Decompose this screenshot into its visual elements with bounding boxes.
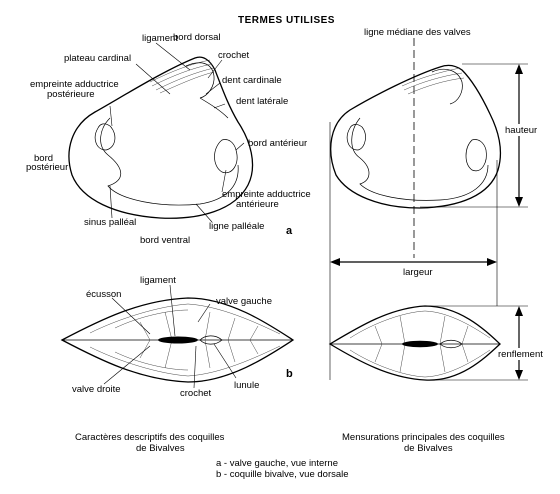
caption-left-line1: Caractères descriptifs des coquilles (75, 432, 225, 443)
label-ecusson: écusson (86, 289, 121, 300)
diagram-title: TERMES UTILISES (238, 15, 335, 26)
label-lunule: lunule (234, 380, 259, 391)
panel-letter-a: a (286, 225, 293, 237)
legend-a: a - valve gauche, vue interne (216, 458, 338, 469)
panel-a-leader-lines (109, 42, 245, 223)
label-sinus-palleal: sinus palléal (84, 217, 136, 228)
label-ligne-palleale: ligne palléale (209, 221, 264, 232)
legend-b: b - coquille bivalve, vue dorsale (216, 469, 349, 480)
label-empreinte-posterieure-2: postérieure (47, 89, 95, 100)
label-plateau-cardinal: plateau cardinal (64, 53, 131, 64)
label-bord-posterieur-2: postérieur (26, 162, 68, 173)
label-empreinte-anterieure-1: empreinte adductrice (222, 189, 311, 200)
caption-right-line1: Mensurations principales des coquilles (342, 432, 505, 443)
shell-dorsal-view-left (60, 297, 295, 383)
label-empreinte-anterieure-2: antérieure (236, 199, 279, 210)
label-bord-anterieur: bord antérieur (248, 138, 307, 149)
label-valve-gauche: valve gauche (216, 296, 272, 307)
caption-left-line2: de Bivalves (136, 443, 185, 454)
label-largeur: largeur (403, 267, 433, 278)
label-ligament: ligament (142, 33, 178, 44)
label-ligament-dorsal: ligament (140, 275, 176, 286)
label-ligne-mediane: ligne médiane des valves (364, 27, 471, 38)
panel-b-leader-lines (103, 284, 237, 389)
label-hauteur: hauteur (505, 125, 537, 136)
panel-letter-b: b (286, 368, 293, 380)
label-bord-posterieur-1: bord (34, 153, 53, 164)
label-crochet-dorsal: crochet (180, 388, 212, 399)
width-dimension (329, 122, 498, 380)
label-valve-droite: valve droite (72, 384, 121, 395)
inflation-dimension (425, 305, 528, 381)
label-dent-laterale: dent latérale (236, 96, 288, 107)
shell-internal-view-right (330, 64, 502, 209)
label-renflement: renflement (498, 349, 543, 360)
label-dent-cardinale: dent cardinale (222, 75, 282, 86)
label-bord-dorsal: bord dorsal (173, 32, 221, 43)
label-crochet: crochet (218, 50, 250, 61)
label-bord-ventral: bord ventral (140, 235, 190, 246)
caption-right-line2: de Bivalves (404, 443, 453, 454)
shell-dorsal-view-right (328, 305, 501, 381)
label-empreinte-posterieure-1: empreinte adductrice (30, 79, 119, 90)
